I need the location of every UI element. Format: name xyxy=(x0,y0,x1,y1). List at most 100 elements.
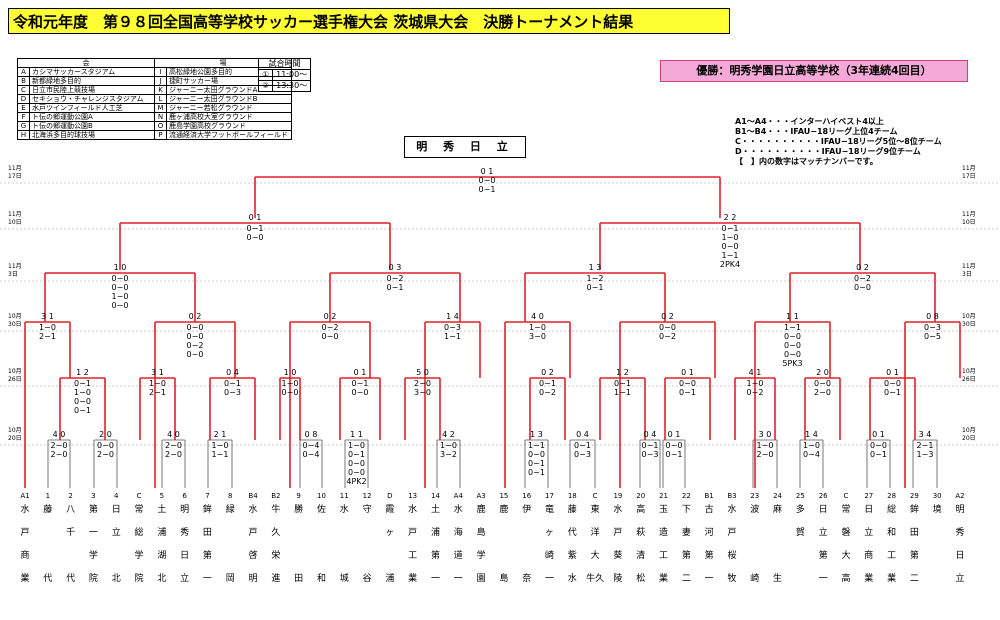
team-name-char: 八 xyxy=(66,505,75,515)
score-r32: 0 2 xyxy=(541,368,554,377)
team-name-char: 戸 xyxy=(727,527,736,538)
score-sub: 0−0 xyxy=(112,283,129,292)
team-name-char: 牛久 xyxy=(586,572,604,584)
round-label-right: 3日 xyxy=(962,271,972,278)
score-sub: 0−0 xyxy=(74,397,91,406)
score-r64: 0 8 xyxy=(305,430,318,439)
team-name-char: 日 xyxy=(819,504,828,515)
team-name-char: 北 xyxy=(112,573,121,584)
team-name-char: 工 xyxy=(408,551,417,561)
seed-number: 2 xyxy=(68,492,72,500)
score-sub: 2−0 xyxy=(757,450,774,459)
team-name-char: 高 xyxy=(841,572,850,584)
score-sub: 0−4 xyxy=(303,441,320,450)
team-name-char: 北 xyxy=(157,573,166,584)
team-name-char: 明 xyxy=(249,573,258,584)
seed-number: B3 xyxy=(727,492,736,500)
round-label-left: 11月 xyxy=(8,165,22,172)
score-sub: 2−1 xyxy=(917,441,934,450)
score-sub: 0−0 xyxy=(784,332,801,341)
score-sub: 0−0 xyxy=(528,450,545,459)
team-name-char: 生 xyxy=(773,572,782,584)
team-name-char: 玉 xyxy=(659,504,668,515)
score-sub: 0−0 xyxy=(884,379,901,388)
score-sub: 0−0 xyxy=(322,332,339,341)
score-r64: 1 4 xyxy=(805,430,818,439)
team-name-char: 鉾 xyxy=(910,503,919,515)
seed-number: 22 xyxy=(682,492,691,500)
team-name-char: 緑 xyxy=(226,503,235,515)
seed-number: 21 xyxy=(659,492,668,500)
round-label-right: 10月 xyxy=(962,427,976,434)
score-sub: 0−3 xyxy=(224,388,241,397)
team-name-char: 学 xyxy=(135,549,144,561)
seed-number: A4 xyxy=(454,492,464,500)
score-r64: 4 0 xyxy=(167,430,180,439)
score-sub: 2−0 xyxy=(51,450,68,459)
score-sub: 0−1 xyxy=(352,379,369,388)
seed-number: 13 xyxy=(408,492,417,500)
seed-number: 29 xyxy=(910,492,919,500)
score-sub: 0−0 xyxy=(282,388,299,397)
winner-banner: 優勝：明秀学園日立高等学校（3年連続4回目） xyxy=(660,60,968,82)
score-sub: 2−0 xyxy=(414,379,431,388)
score-r64: 1 1 xyxy=(350,430,363,439)
score-sub: 1−0 xyxy=(74,388,91,397)
score-sub: 1−0 xyxy=(747,379,764,388)
score-qf: 1 0 xyxy=(114,263,127,272)
score-sub: 0−0 xyxy=(348,459,365,468)
score-sub: 0−1 xyxy=(74,406,91,415)
team-name-char: 日 xyxy=(955,550,964,561)
score-sub: 0−1 xyxy=(348,450,365,459)
score-sub: 0−0 xyxy=(97,441,114,450)
team-name-char: 一 xyxy=(431,574,440,584)
score-r32: 0 1 xyxy=(886,368,899,377)
venue-name: 流通経済大学フットボールフィールド xyxy=(166,130,292,140)
round-label-right: 20日 xyxy=(962,435,976,442)
seed-number: C xyxy=(844,492,849,500)
score-sub: 0−1 xyxy=(587,283,604,292)
score-r64: 0 4 xyxy=(576,430,589,439)
seed-number: 20 xyxy=(636,492,645,500)
round-label-left: 20日 xyxy=(8,435,22,442)
score-sub: 0−1 xyxy=(528,468,545,477)
champion-box: 明 秀 日 立 xyxy=(404,136,526,158)
score-r64: 3 4 xyxy=(919,430,932,439)
seed-number: C xyxy=(137,492,142,500)
score-r64: 0 4 xyxy=(644,430,657,439)
team-name-char: 土 xyxy=(431,503,440,515)
score-sub: 5PK3 xyxy=(782,359,802,368)
team-name-char: 常 xyxy=(135,503,144,515)
team-name-char: 第 xyxy=(682,549,691,561)
time-slot-mark: ② xyxy=(257,80,274,92)
team-name-char: 水 xyxy=(568,572,577,584)
team-name-char: 立 xyxy=(819,526,828,538)
team-name-char: 岡 xyxy=(226,573,235,584)
score-r16: 3 1 xyxy=(41,312,54,321)
team-name-char: 古 xyxy=(705,503,714,515)
team-name-char: 竜 xyxy=(545,503,554,515)
round-label-left: 10日 xyxy=(8,219,22,226)
team-name-char: 第 xyxy=(705,549,714,561)
team-name-char: 立 xyxy=(864,526,873,538)
seed-number: C xyxy=(593,492,598,500)
team-name-char: 秀 xyxy=(180,526,189,538)
team-name-char: 高 xyxy=(636,503,645,515)
team-name-char: 谷 xyxy=(363,573,372,584)
seed-number: 11 xyxy=(340,492,349,500)
team-name-char: 二 xyxy=(910,574,919,584)
round-label-left: 11月 xyxy=(8,263,22,270)
score-sub: 1−1 xyxy=(722,251,739,260)
score-sub: 0−1 xyxy=(224,379,241,388)
team-name-char: 千 xyxy=(66,527,75,538)
round-label-left: 11月 xyxy=(8,211,22,218)
score-sub: 2−0 xyxy=(97,450,114,459)
score-sub: 0−1 xyxy=(679,388,696,397)
team-name-char: 佐 xyxy=(317,503,326,515)
score-qf: 1 3 xyxy=(589,263,602,272)
seed-number: 18 xyxy=(568,492,577,500)
team-name-char: ヶ xyxy=(385,528,394,538)
